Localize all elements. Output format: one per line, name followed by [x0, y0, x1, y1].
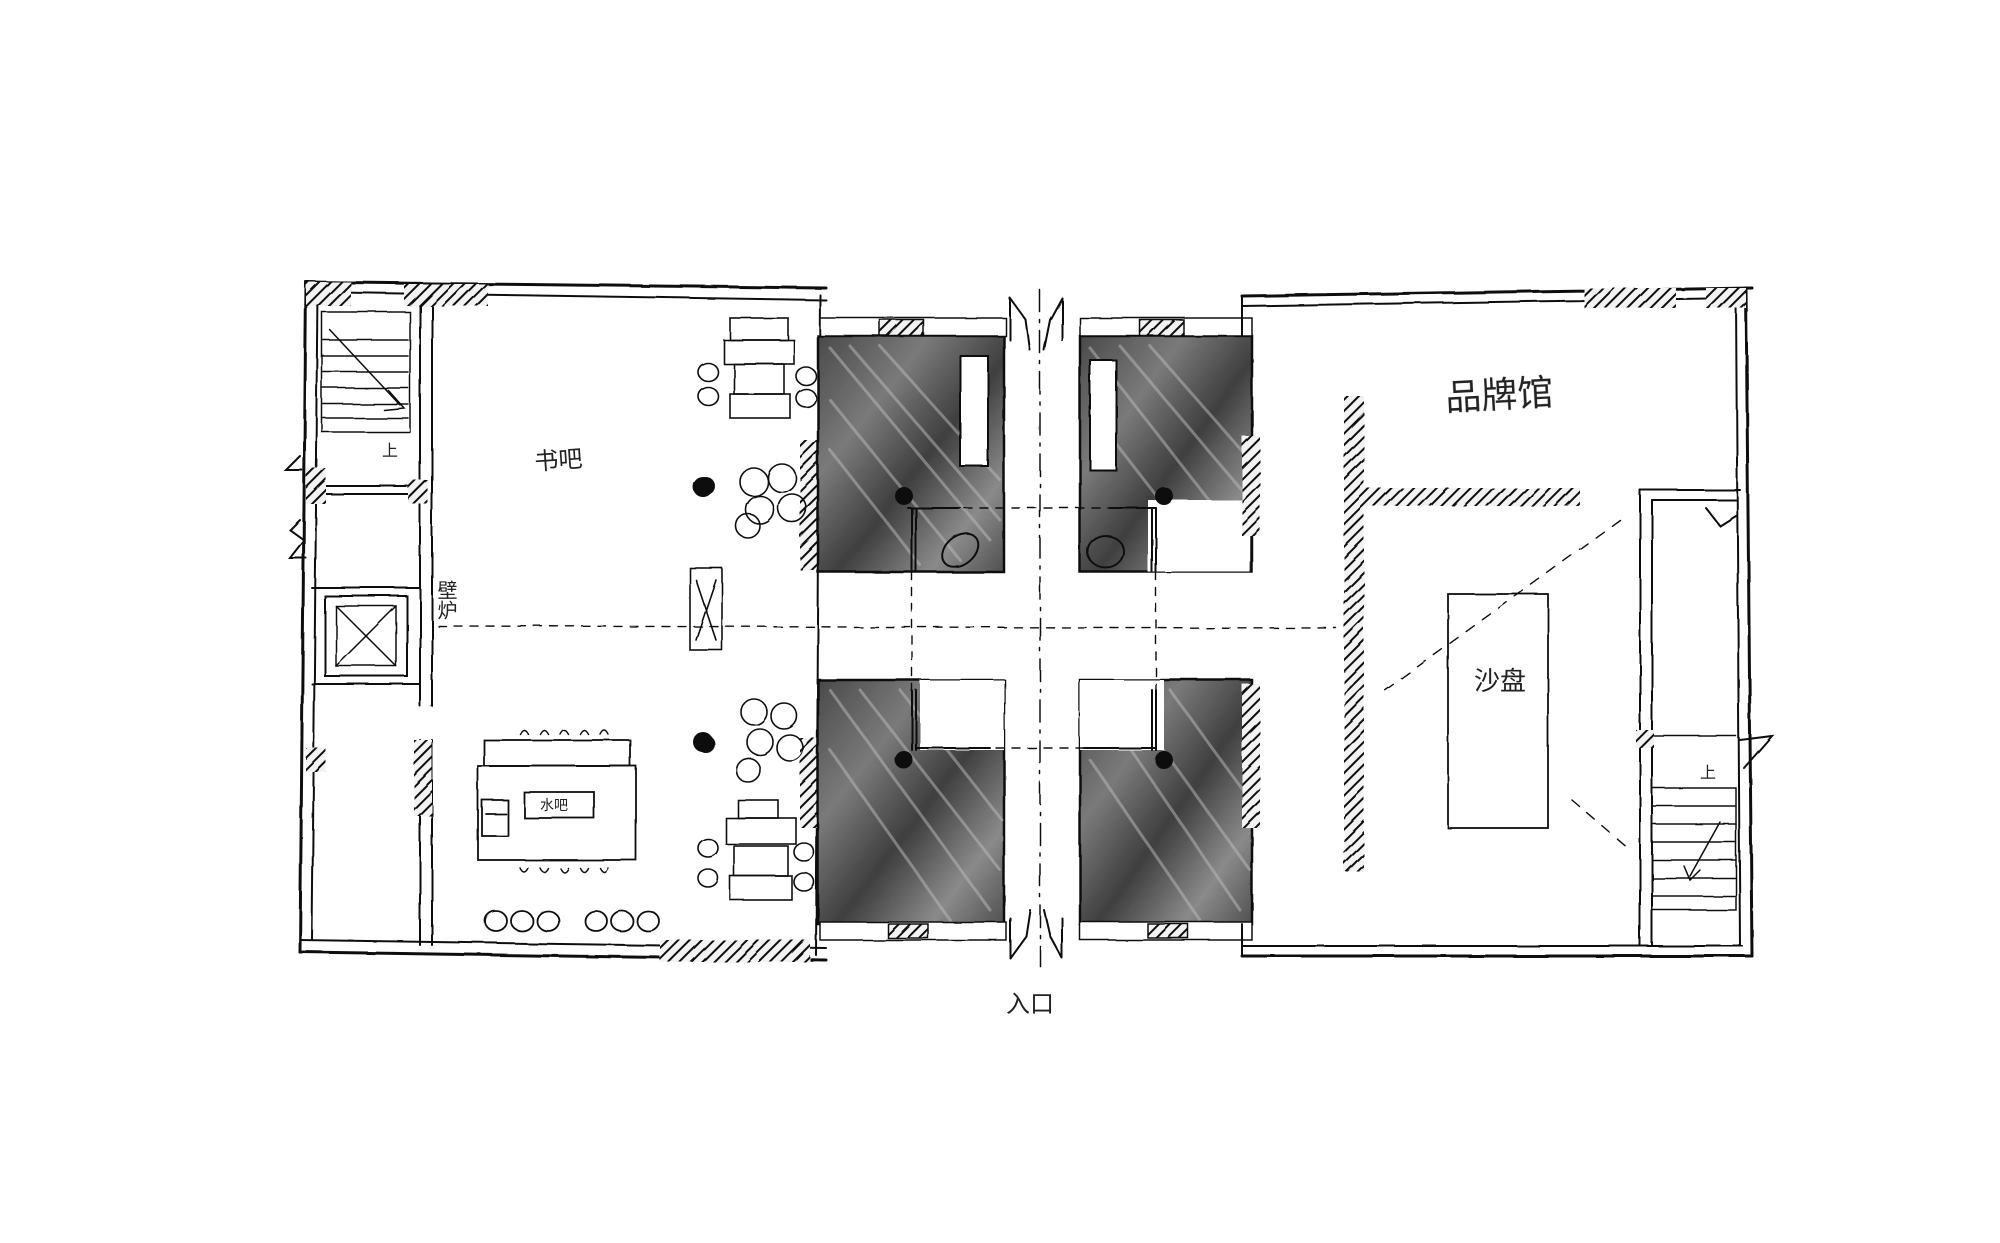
courtyard-top-right — [1078, 334, 1254, 574]
label-entrance: 入口 — [1006, 990, 1054, 1018]
label-stair-up-left: 上 — [382, 441, 398, 460]
courtyard-bottom-right — [1078, 678, 1254, 926]
left-block-walls — [298, 280, 828, 962]
view-lines — [1379, 519, 1631, 851]
right-stair — [1651, 787, 1737, 911]
label-book-bar: 书吧 — [533, 445, 583, 476]
labels: 书吧 壁炉 品牌馆 沙盘 入口 上 上 水吧 — [382, 372, 1716, 1018]
side-entry-door — [283, 455, 307, 559]
courtyard-wall-caps — [819, 317, 1253, 941]
left-stair — [321, 311, 411, 433]
label-gallery: 品牌馆 — [1444, 372, 1554, 419]
left-block-wall-fills — [306, 282, 822, 962]
courtyard-ornaments — [941, 532, 1125, 569]
water-bar-counter — [477, 729, 637, 873]
right-side-door — [1705, 507, 1775, 769]
label-counter: 水吧 — [540, 798, 568, 814]
book-bar-furniture-top — [697, 317, 817, 539]
label-stair-up-right: 上 — [1700, 763, 1716, 782]
axis-lines — [437, 507, 1337, 749]
plan-drawing — [283, 280, 1775, 967]
book-bar-furniture-bottom — [697, 698, 815, 901]
elevator — [324, 595, 408, 677]
sand-table — [1447, 593, 1549, 829]
label-wall-note: 壁炉 — [434, 580, 458, 620]
right-block-wall-fills — [1242, 288, 1746, 872]
coffee-table — [689, 567, 723, 651]
book-bar-columns — [693, 477, 713, 752]
bench-seating — [484, 910, 660, 932]
entrance-doors — [1009, 289, 1063, 967]
label-sand-table: 沙盘 — [1474, 667, 1526, 697]
